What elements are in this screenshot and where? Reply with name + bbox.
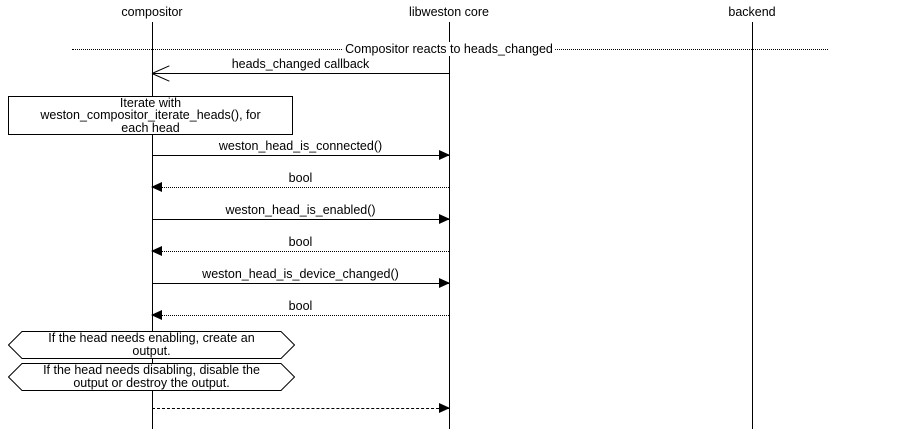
- note-text-line: If the head needs disabling, disable the: [43, 363, 260, 377]
- message-shaft: [152, 219, 449, 220]
- message-label: weston_head_is_enabled(): [225, 203, 376, 217]
- message-label: bool: [288, 299, 313, 313]
- section-divider-label: Compositor reacts to heads_changed: [343, 42, 555, 56]
- lifeline-header-backend: backend: [728, 5, 776, 19]
- message-shaft: [152, 283, 449, 284]
- lifeline-line-backend: [752, 22, 753, 429]
- arrowhead-right-icon: [439, 214, 450, 224]
- note-disable-head: If the head needs disabling, disable the…: [8, 363, 295, 391]
- arrowhead-left-icon: [151, 182, 162, 192]
- message-label: weston_head_is_connected(): [218, 139, 383, 153]
- note-text-line: each head: [121, 120, 180, 135]
- message-shaft: [152, 187, 449, 188]
- lifeline-header-compositor: compositor: [121, 5, 183, 19]
- hexagon-shape-icon: [8, 363, 295, 391]
- note-text-line: output.: [132, 344, 171, 358]
- lifeline-line-libweston-core: [449, 22, 450, 429]
- message-shaft: [152, 408, 449, 409]
- arrowhead-right-icon: [439, 403, 450, 413]
- message-shaft: [152, 315, 449, 316]
- note-text: If the head needs disabling, disable the…: [8, 363, 295, 391]
- arrowhead-left-icon: [151, 246, 162, 256]
- message-shaft: [152, 73, 449, 74]
- note-text-line: If the head needs enabling, create an: [48, 331, 255, 345]
- hexagon-shape-icon: [8, 331, 295, 359]
- arrowhead-open-left-icon: [152, 64, 170, 82]
- message-label: heads_changed callback: [231, 57, 370, 71]
- message-label: weston_head_is_device_changed(): [202, 267, 399, 281]
- note-text-line: output or destroy the output.: [73, 376, 230, 390]
- arrowhead-right-icon: [439, 278, 450, 288]
- message-label: bool: [288, 235, 313, 249]
- message-shaft: [152, 251, 449, 252]
- message-shaft: [152, 155, 449, 156]
- arrowhead-right-icon: [439, 150, 450, 160]
- lifeline-line-compositor: [152, 22, 153, 429]
- note-text-line: weston_compositor_iterate_heads(), for: [40, 108, 261, 123]
- message-label: bool: [288, 171, 313, 185]
- note-text-line: Iterate with: [119, 95, 182, 110]
- arrowhead-left-icon: [151, 310, 162, 320]
- lifeline-header-libweston-core: libweston core: [409, 5, 489, 19]
